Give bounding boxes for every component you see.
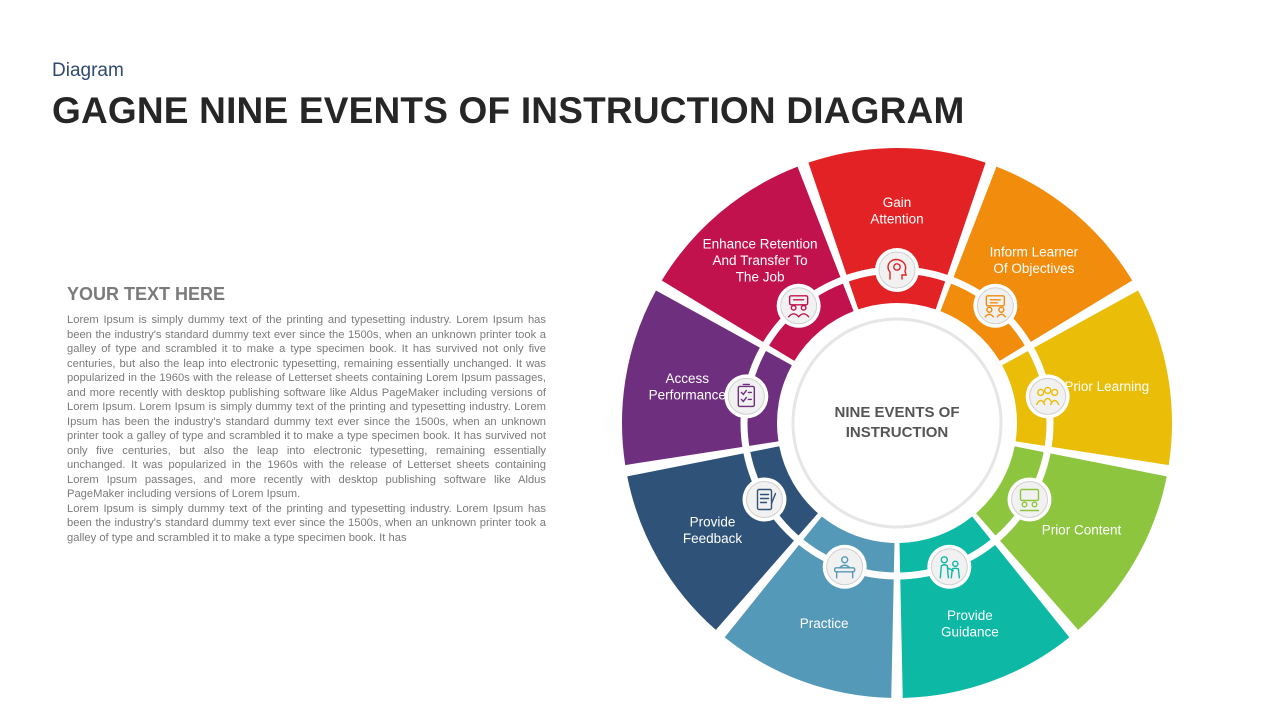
- checklist-icon: [724, 374, 769, 419]
- segment-8: [622, 290, 792, 466]
- segment-label-3-line-1: Prior Learning: [1064, 379, 1149, 394]
- slide-title: GAGNE NINE EVENTS OF INSTRUCTION DIAGRAM: [52, 90, 965, 131]
- segment-label-6-line-1: Practice: [800, 616, 849, 631]
- icon-badge: [1029, 377, 1067, 415]
- segment-label-2-line-2: Of Objectives: [993, 261, 1074, 276]
- segment-label-4-line-1: Prior Content: [1042, 523, 1122, 538]
- center-label-line-2: INSTRUCTION: [846, 424, 949, 441]
- icon-badge: [826, 548, 864, 586]
- icon-badge: [780, 287, 818, 325]
- icon-badge: [727, 377, 765, 415]
- classroom-icon: [1007, 477, 1052, 522]
- segment-label-9-line-3: The Job: [736, 269, 785, 284]
- segment-label-5-line-2: Guidance: [941, 624, 999, 639]
- segment-label-2-line-1: Inform Learner: [990, 245, 1079, 260]
- center-circle: [791, 317, 1003, 529]
- segment-label-8-line-1: Access: [665, 371, 709, 386]
- segment-3: [1002, 290, 1173, 466]
- segment-label-1-line-1: Gain: [883, 195, 912, 210]
- icon-badge: [930, 548, 968, 586]
- segment-label-1-line-2: Attention: [870, 211, 923, 226]
- segment-1: [808, 148, 986, 310]
- segment-label-7-line-1: Provide: [690, 514, 736, 529]
- desk-study-icon: [822, 544, 867, 589]
- group-meeting-icon: [1025, 374, 1070, 419]
- segment-label-7-line-2: Feedback: [683, 531, 743, 546]
- icon-badge: [1011, 481, 1049, 518]
- text-heading: YOUR TEXT HERE: [67, 284, 226, 304]
- segment-label-5-line-1: Provide: [947, 608, 993, 623]
- body-text: Lorem Ipsum is simply dummy text of the …: [67, 313, 546, 545]
- slide-subtitle: Diagram: [52, 60, 124, 81]
- mentor-icon: [927, 544, 972, 589]
- segment-label-8-line-2: Performance: [649, 387, 726, 402]
- segment-label-9-line-2: And Transfer To: [713, 253, 808, 268]
- segment-label-9-line-1: Enhance Retention: [703, 236, 818, 251]
- presentation-icon: [973, 283, 1018, 328]
- icon-badge: [745, 481, 783, 518]
- body-paragraph-1: Lorem Ipsum is simply dummy text of the …: [67, 314, 546, 500]
- feedback-form-icon: [742, 477, 787, 522]
- training-icon: [776, 283, 821, 328]
- body-paragraph-2: Lorem Ipsum is simply dummy text of the …: [67, 502, 546, 544]
- center-label-line-1: NINE EVENTS OF: [834, 404, 959, 421]
- brain-gear-icon: [875, 248, 919, 292]
